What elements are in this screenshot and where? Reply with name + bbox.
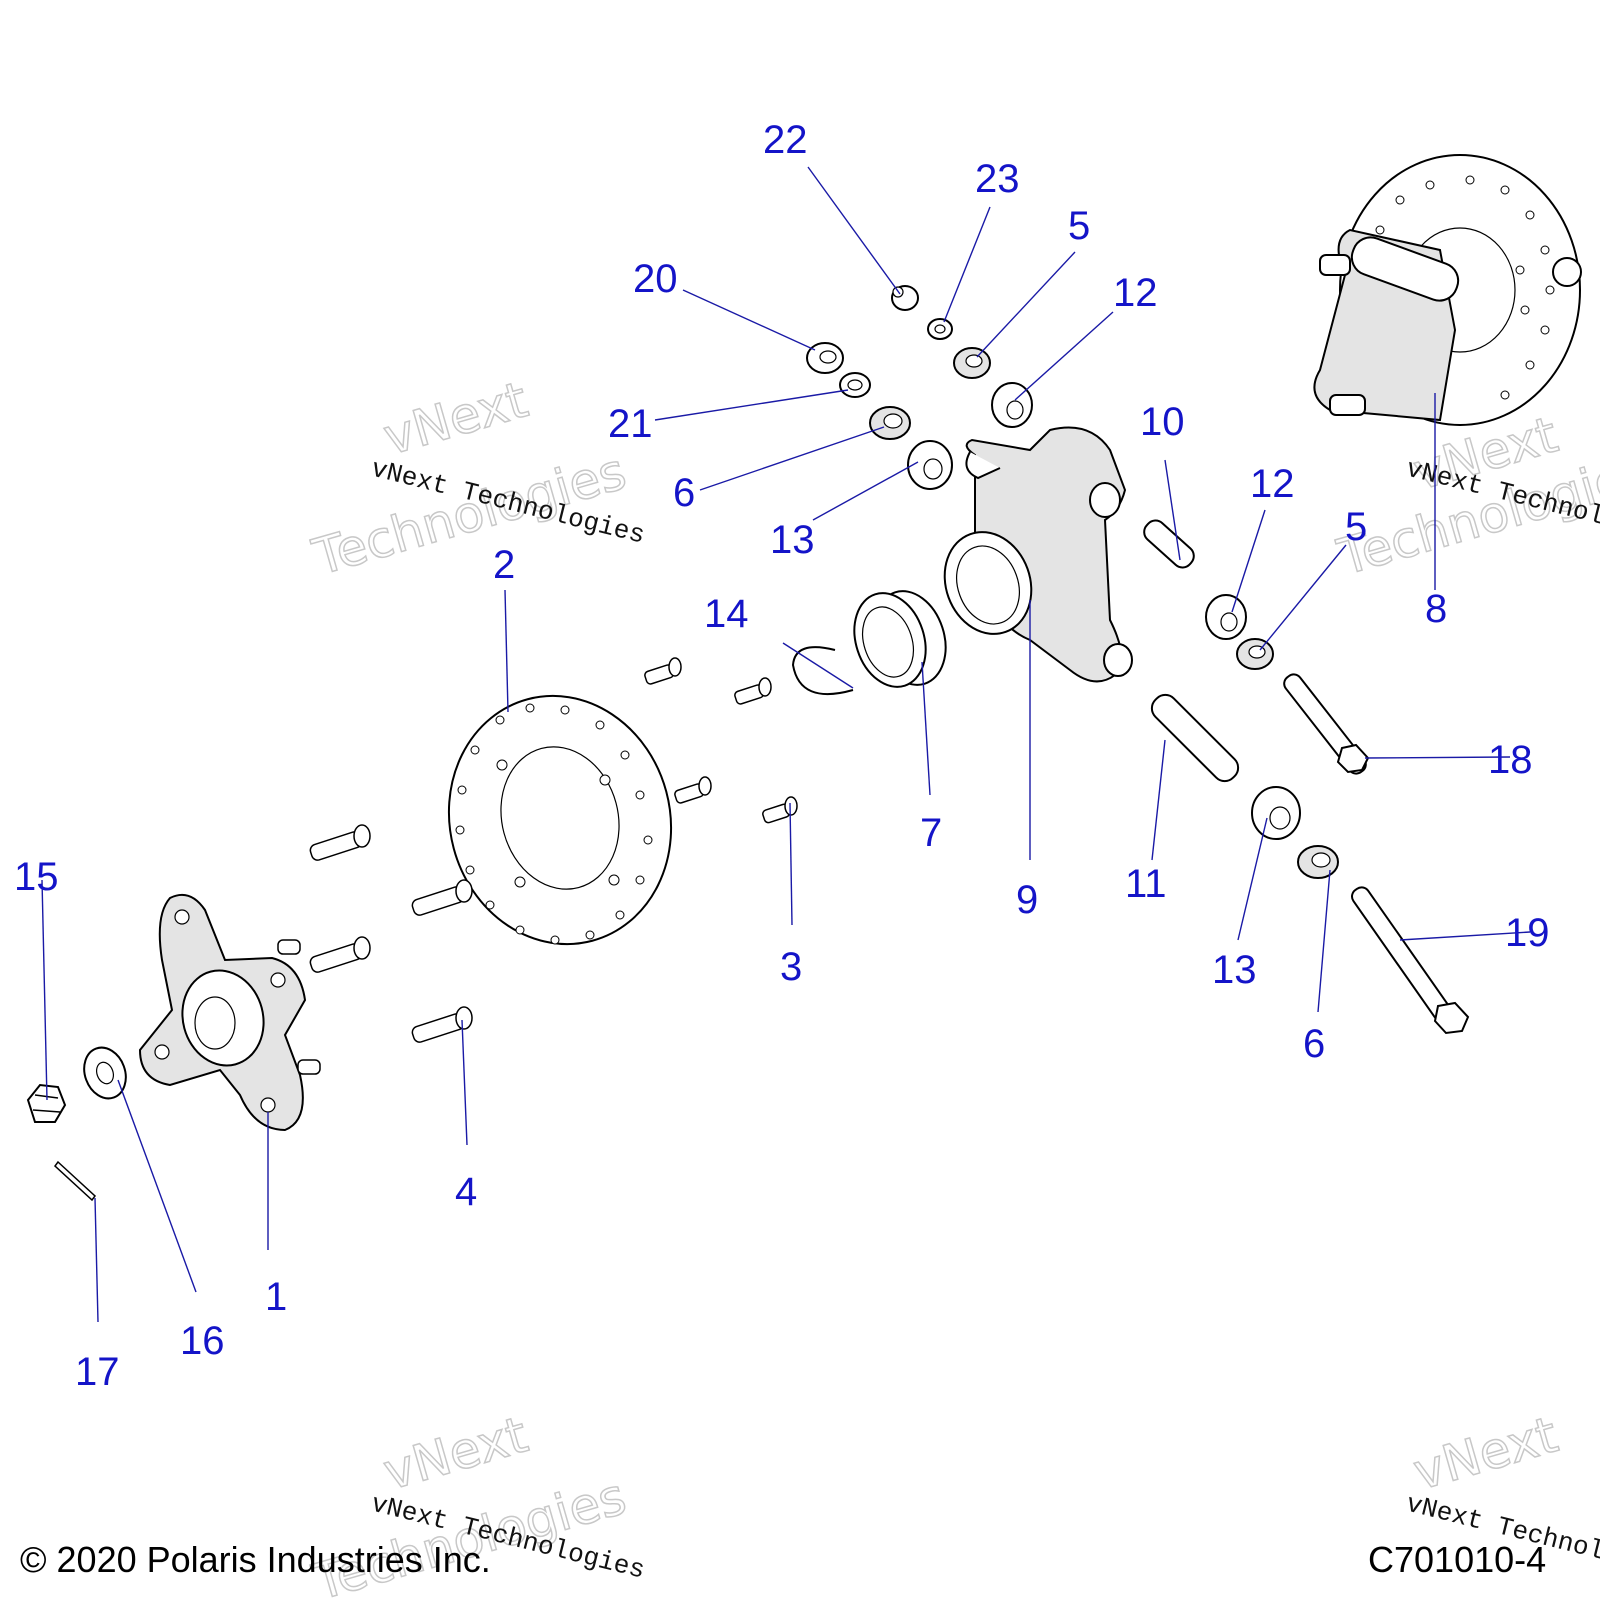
- part-1-wheel-hub: [138, 894, 321, 1132]
- callout-13-lower: 13: [1212, 948, 1257, 992]
- callout-12-lower: 12: [1250, 462, 1295, 506]
- callout-22: 22: [763, 118, 808, 162]
- leader-lines: [41, 166, 1531, 1323]
- callout-numbers: 22 23 5 12 20 21 6 13 10 12 5 8 18 11 19…: [14, 118, 1550, 1394]
- watermark-upper-right: vNext Technologies vNext Technologies: [1331, 405, 1600, 588]
- part-20-nut: [806, 342, 844, 374]
- part-15-castle-nut: [26, 1083, 67, 1123]
- callout-5-upper: 5: [1068, 204, 1090, 248]
- watermark-outline-top: vNext: [377, 1406, 533, 1502]
- part-10-pin: [1143, 519, 1195, 569]
- callout-8: 8: [1425, 587, 1447, 631]
- part-8-knuckle-assembly: [1313, 154, 1582, 426]
- copyright-text: © 2020 Polaris Industries Inc.: [20, 1539, 491, 1580]
- callout-17: 17: [75, 1350, 120, 1394]
- part-7-wheel-bearing: [853, 590, 947, 688]
- part-5-washer-lower: [1236, 638, 1274, 670]
- part-19-bolt: [1351, 886, 1470, 1035]
- callout-12-upper: 12: [1113, 271, 1158, 315]
- callout-3: 3: [780, 945, 802, 989]
- callout-15: 15: [14, 855, 59, 899]
- part-14-snap-ring: [791, 646, 854, 696]
- part-13-bushing-upper: [907, 440, 953, 490]
- callout-18: 18: [1488, 738, 1533, 782]
- part-16-washer: [83, 1046, 127, 1100]
- part-6-washer-upper: [869, 406, 911, 440]
- callout-7: 7: [920, 811, 942, 855]
- part-6-washer-lower: [1297, 845, 1339, 879]
- callout-6-lower: 6: [1303, 1022, 1325, 1066]
- part-23-washer: [927, 318, 953, 340]
- watermark-outline-top: vNext: [377, 371, 533, 467]
- part-18-bolt: [1283, 673, 1370, 775]
- part-21-washer: [839, 372, 871, 398]
- callout-11: 11: [1125, 862, 1167, 906]
- callout-20: 20: [633, 257, 678, 301]
- callout-6-upper: 6: [673, 471, 695, 515]
- callout-14: 14: [704, 592, 749, 636]
- callout-2: 2: [493, 543, 515, 587]
- part-5-washer-upper: [953, 347, 991, 379]
- callout-21: 21: [608, 402, 653, 446]
- callout-16: 16: [180, 1319, 225, 1363]
- part-3-rotor-bolts: [644, 657, 798, 824]
- callout-19: 19: [1505, 911, 1550, 955]
- figure-id: C701010-4: [1368, 1539, 1546, 1580]
- callout-23: 23: [975, 157, 1020, 201]
- part-11-pin: [1150, 693, 1240, 783]
- callout-10: 10: [1140, 400, 1185, 444]
- callout-5-lower: 5: [1345, 505, 1367, 549]
- part-17-cotter-pin: [53, 1160, 97, 1202]
- part-4-wheel-studs: [309, 824, 473, 1043]
- part-9-bearing-carrier: [943, 426, 1133, 683]
- part-2-brake-rotor: [447, 694, 673, 946]
- watermark-outline-top: vNext: [1407, 1406, 1563, 1502]
- part-12-bushing-lower: [1205, 594, 1247, 640]
- callout-13-upper: 13: [770, 518, 815, 562]
- callout-9: 9: [1016, 878, 1038, 922]
- callout-1: 1: [265, 1275, 287, 1319]
- part-22-screw: [891, 285, 919, 311]
- watermark-upper-left: vNext Technologies vNext Technologies: [306, 370, 648, 588]
- part-13-bushing-lower: [1251, 786, 1301, 840]
- callout-4: 4: [455, 1170, 477, 1214]
